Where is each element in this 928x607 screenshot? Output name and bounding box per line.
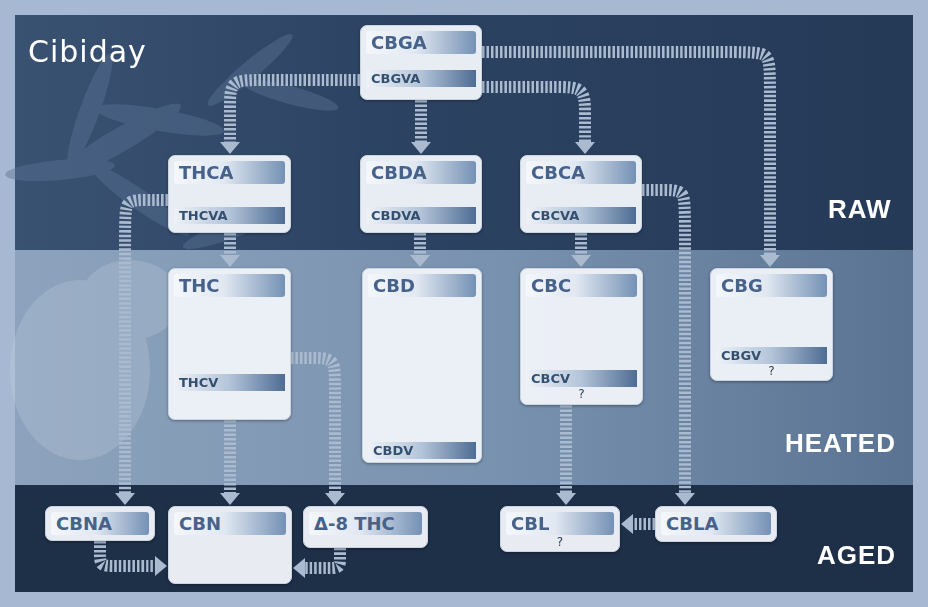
label-bar: THCA	[174, 161, 285, 184]
cannabinoid-box: CBGA CBGVA	[360, 25, 482, 100]
flow-arrow	[100, 541, 155, 566]
cannabinoid-name: CBLA	[666, 513, 718, 534]
note-line: ?	[506, 535, 614, 549]
label-bar: CBCV	[526, 370, 637, 387]
variant-name: CBCVA	[531, 208, 579, 223]
cannabinoid-box: CBN	[168, 506, 292, 584]
cannabinoid-name: CBDA	[371, 162, 427, 183]
label-bar: CBN	[174, 512, 286, 535]
cannabinoid-name: CBC	[531, 275, 571, 296]
flow-arrow	[305, 548, 340, 568]
label-bar: CBD	[368, 274, 476, 297]
flow-arrow	[575, 233, 587, 255]
flow-arrow	[482, 52, 770, 255]
flow-arrow	[291, 358, 335, 493]
cannabinoid-box: CBC CBCV?	[520, 268, 643, 405]
cannabinoid-box: CBD CBDV	[362, 268, 482, 463]
variant-name: CBDV	[373, 443, 413, 458]
label-bar: THC	[174, 274, 285, 297]
variant-name: THCVA	[179, 208, 228, 223]
cannabinoid-name: Δ-8 THC	[314, 513, 395, 534]
variant-name: CBDVA	[371, 208, 420, 223]
label-bar: THCVA	[174, 207, 285, 224]
cannabinoid-box: CBG CBGV?	[710, 268, 833, 381]
cannabinoid-box: Δ-8 THC	[303, 506, 428, 548]
label-bar: CBDV	[368, 442, 476, 459]
unknown-mark: ?	[768, 364, 774, 378]
note-line: ?	[526, 387, 637, 401]
label-text: AGED	[817, 540, 896, 570]
label-bar: Δ-8 THC	[309, 512, 422, 535]
note-line: ?	[716, 364, 827, 378]
flow-arrow	[230, 80, 360, 142]
raw-band	[15, 15, 913, 250]
variant-name: THCV	[179, 375, 218, 390]
label-bar: CBDA	[366, 161, 476, 184]
label-bar: CBGVA	[366, 70, 476, 87]
cannabinoid-name: CBN	[179, 513, 221, 534]
flow-arrow	[482, 87, 585, 142]
cannabinoid-name: CBL	[511, 513, 549, 534]
label-bar: CBGV	[716, 347, 827, 364]
label-bar: CBDVA	[366, 207, 476, 224]
label-bar: CBNA	[51, 512, 149, 535]
cannabinoid-box: THCA THCVA	[168, 155, 291, 233]
flow-arrow	[560, 405, 572, 493]
cannabinoid-name: CBD	[373, 275, 415, 296]
unknown-mark: ?	[578, 387, 584, 401]
flow-arrow	[414, 233, 426, 255]
variant-name: CBGV	[721, 348, 761, 363]
flow-arrow	[224, 420, 236, 493]
label-text: RAW	[828, 194, 892, 224]
section-label: RAW	[828, 194, 892, 225]
label-bar: CBLA	[661, 512, 771, 535]
label-bar: THCV	[174, 374, 285, 391]
cannabinoid-name: CBCA	[531, 162, 585, 183]
label-text: HEATED	[785, 428, 896, 458]
variant-name: CBCV	[531, 371, 570, 386]
leaf-illustration	[4, 28, 340, 256]
label-bar: CBL	[506, 512, 614, 535]
label-text: Cibiday	[28, 34, 147, 69]
smoke-illustration	[10, 260, 180, 460]
variant-name: CBGVA	[371, 71, 420, 86]
section-label: AGED	[817, 540, 896, 571]
aged-band	[15, 485, 913, 592]
section-label: HEATED	[785, 428, 896, 459]
flow-arrow	[224, 233, 236, 255]
flow-arrow	[642, 190, 685, 493]
cannabinoid-box: CBL?	[500, 506, 620, 552]
logo-text: Cibiday	[28, 34, 147, 69]
flow-arrow	[633, 518, 655, 530]
cannabinoid-name: THC	[179, 275, 220, 296]
cannabinoid-name: THCA	[179, 162, 233, 183]
label-bar: CBG	[716, 274, 827, 297]
unknown-mark: ?	[557, 535, 563, 549]
label-bar: CBC	[526, 274, 637, 297]
label-bar: CBGA	[366, 31, 476, 54]
cannabinoid-name: CBNA	[56, 513, 112, 534]
label-bar: CBCA	[526, 161, 636, 184]
cannabinoid-box: THC THCV	[168, 268, 291, 420]
cannabinoid-name: CBG	[721, 275, 763, 296]
cannabinoid-box: CBDA CBDVA	[360, 155, 482, 233]
cannabinoid-box: CBLA	[655, 506, 777, 542]
flow-arrow	[415, 100, 427, 142]
cannabinoid-box: CBCA CBCVA	[520, 155, 642, 233]
cannabinoid-box: CBNA	[45, 506, 155, 541]
cannabinoid-name: CBGA	[371, 32, 427, 53]
label-bar: CBCVA	[526, 207, 636, 224]
flow-arrow	[125, 200, 168, 493]
